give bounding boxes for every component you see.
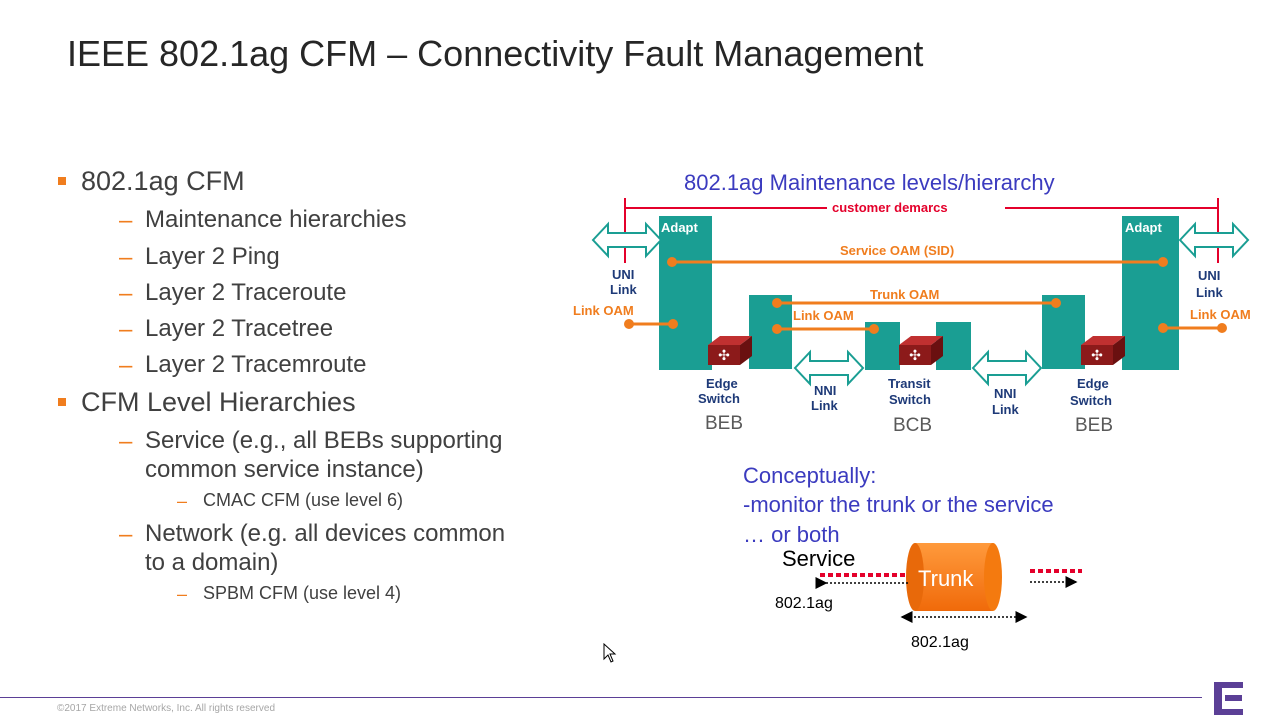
edge-switch-right-icon: ✣ xyxy=(1081,336,1125,365)
concept-line-1: Conceptually: xyxy=(743,463,876,488)
bullet-square-icon xyxy=(58,398,66,406)
edge-switch-right-label-1: Edge xyxy=(1077,376,1109,391)
link-oam-right-dot xyxy=(1217,323,1227,333)
adapt-block-left xyxy=(659,216,712,370)
ag-left-label: 802.1ag xyxy=(775,595,833,612)
edge-block-left xyxy=(749,295,792,369)
nni-left-label-2: Link xyxy=(811,398,838,413)
link-oam-left-dot xyxy=(624,319,634,329)
trunk-oam-label: Trunk OAM xyxy=(870,287,939,302)
trunk-cylinder-icon xyxy=(906,543,1002,611)
trunk-label: Trunk xyxy=(918,566,974,591)
bullet-level3: SPBM CFM (use level 4) xyxy=(203,583,402,603)
edge-switch-left-label-2: Switch xyxy=(698,391,740,406)
bullet-level1: CFM Level Hierarchies xyxy=(81,387,356,417)
adapt-block-right xyxy=(1122,216,1179,370)
bullet-level2-cont: common service instance) xyxy=(145,456,424,483)
svg-text:✣: ✣ xyxy=(1091,347,1103,363)
link-oam-left-label: Link OAM xyxy=(573,303,634,318)
dash-icon: – xyxy=(177,584,188,604)
dash-icon: – xyxy=(119,207,133,234)
svg-text:✣: ✣ xyxy=(718,347,730,363)
nni-right-label-1: NNI xyxy=(994,386,1016,401)
adapt-label-right: Adapt xyxy=(1125,220,1163,235)
svg-text:✣: ✣ xyxy=(909,347,921,363)
uni-arrow-left-icon xyxy=(591,221,663,259)
nni-right-label-2: Link xyxy=(992,402,1019,417)
ag-bottom-label: 802.1ag xyxy=(911,634,969,651)
bullet-level2: Layer 2 Ping xyxy=(145,243,280,270)
uni-right-label-1: UNI xyxy=(1198,268,1220,283)
bullet-level1: 802.1ag CFM xyxy=(81,166,245,196)
dash-icon: – xyxy=(119,244,133,271)
service-label: Service xyxy=(782,546,855,571)
uni-right-label-2: Link xyxy=(1196,285,1223,300)
bullet-level2: Service (e.g., all BEBs supporting xyxy=(145,427,503,454)
transit-switch-icon: ✣ xyxy=(899,336,943,365)
bullet-level2: Layer 2 Traceroute xyxy=(145,279,347,306)
bullet-level2-cont: to a domain) xyxy=(145,549,279,576)
link-oam-left-dot xyxy=(668,319,678,329)
uni-left-label-1: UNI xyxy=(612,267,634,282)
link-oam-inner-dot xyxy=(772,324,782,334)
nni-arrow-left-icon xyxy=(793,349,865,387)
mouse-cursor-icon xyxy=(603,643,617,663)
service-oam-label: Service OAM (SID) xyxy=(840,243,954,258)
uni-left-label-2: Link xyxy=(610,282,637,297)
uni-arrow-right-icon xyxy=(1178,221,1250,259)
link-oam-inner-label: Link OAM xyxy=(793,308,854,323)
nni-left-label-1: NNI xyxy=(814,383,836,398)
footer-divider xyxy=(0,697,1202,698)
beb-left-label: BEB xyxy=(705,413,743,434)
link-oam-right-dot xyxy=(1158,323,1168,333)
trunk-oam-dot xyxy=(1051,298,1061,308)
customer-demarcs-label: customer demarcs xyxy=(832,200,948,215)
bullet-square-icon xyxy=(58,177,66,185)
edge-switch-left-label-1: Edge xyxy=(706,376,738,391)
bullet-level2: Layer 2 Tracemroute xyxy=(145,351,367,378)
nni-arrow-right-icon xyxy=(971,349,1043,387)
diagram-heading: 802.1ag Maintenance levels/hierarchy xyxy=(684,170,1055,195)
bullet-level3: CMAC CFM (use level 6) xyxy=(203,490,404,510)
adapt-label-left: Adapt xyxy=(661,220,699,235)
demarc-label-bg xyxy=(827,198,1005,216)
dash-icon: – xyxy=(177,491,188,511)
dash-icon: – xyxy=(119,521,133,548)
dash-icon: – xyxy=(119,428,133,455)
trunk-oam-dot xyxy=(772,298,782,308)
transit-switch-label-2: Switch xyxy=(889,392,931,407)
dash-icon: – xyxy=(119,280,133,307)
bullet-level2: Maintenance hierarchies xyxy=(145,206,407,233)
edge-switch-right-label-2: Switch xyxy=(1070,393,1112,408)
link-oam-right-label: Link OAM xyxy=(1190,307,1251,322)
beb-right-label: BEB xyxy=(1075,415,1113,436)
service-oam-dot xyxy=(667,257,677,267)
transit-switch-label-1: Transit xyxy=(888,376,931,391)
edge-switch-left-icon: ✣ xyxy=(708,336,752,365)
bullet-level2: Network (e.g. all devices common xyxy=(145,520,506,547)
bcb-label: BCB xyxy=(893,415,932,436)
service-oam-dot xyxy=(1158,257,1168,267)
dash-icon: – xyxy=(119,352,133,379)
footer-copyright: ©2017 Extreme Networks, Inc. All rights … xyxy=(57,703,276,714)
concept-line-2: -monitor the trunk or the service xyxy=(743,492,1054,517)
dash-icon: – xyxy=(119,316,133,343)
slide-title: IEEE 802.1ag CFM – Connectivity Fault Ma… xyxy=(67,33,924,74)
extreme-logo-icon xyxy=(1214,682,1243,715)
bullet-level2: Layer 2 Tracetree xyxy=(145,315,334,342)
edge-block-right xyxy=(1042,295,1085,369)
link-oam-inner-dot xyxy=(869,324,879,334)
concept-line-3: … or both xyxy=(743,522,840,547)
